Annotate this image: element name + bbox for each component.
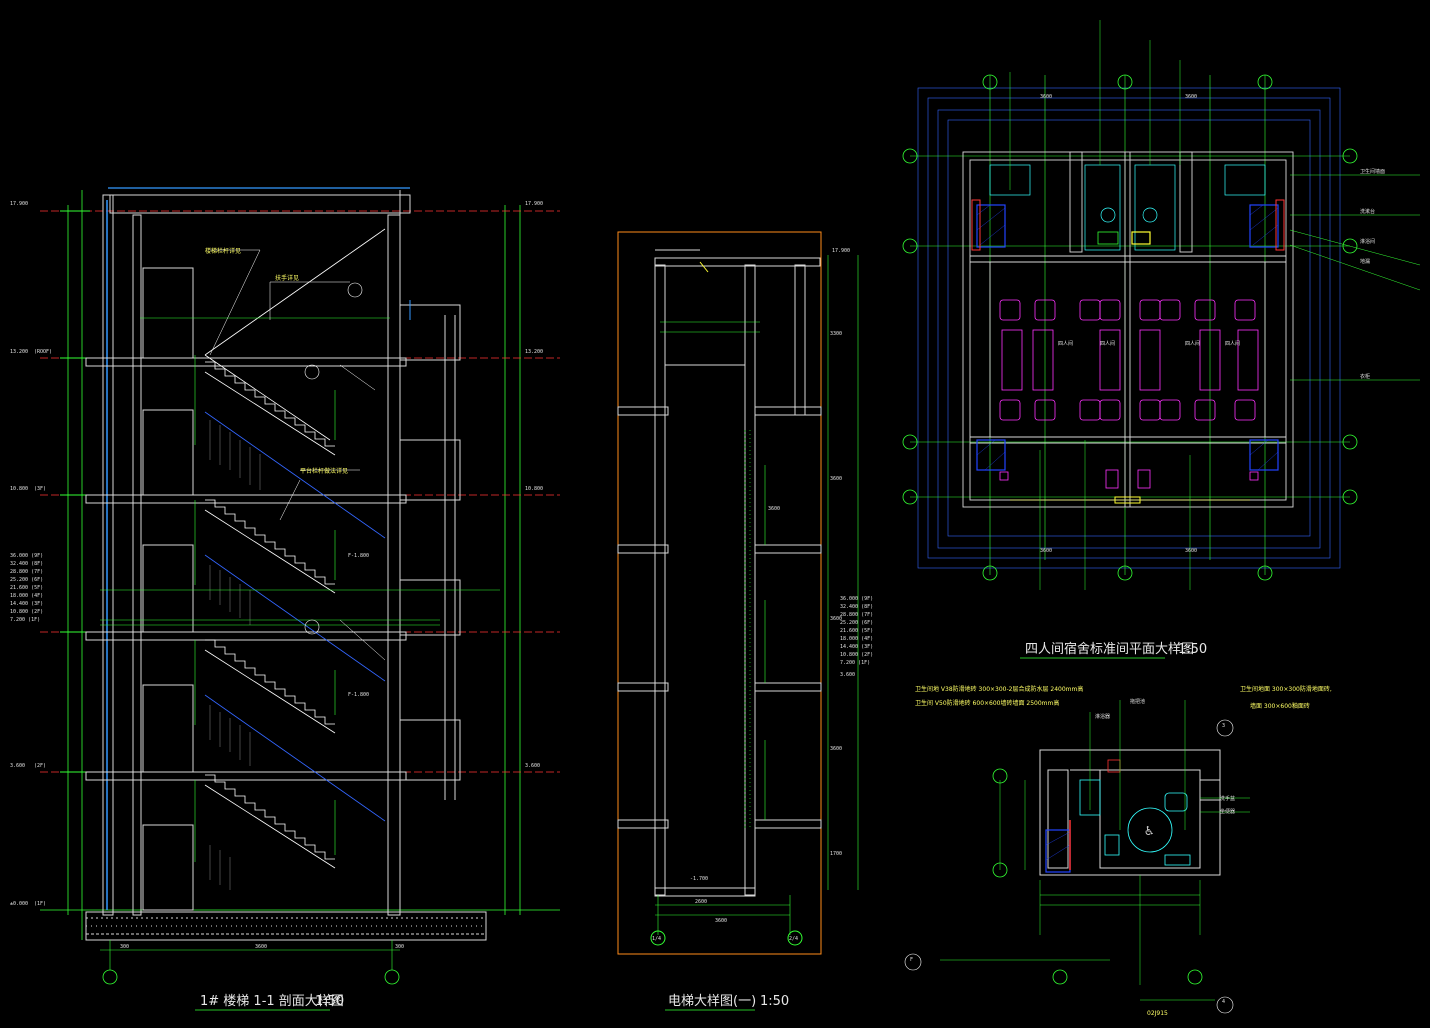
elevator-floor-label: 28.800 (7F) bbox=[840, 612, 873, 618]
plan-room-1: 四人间 bbox=[1058, 340, 1073, 347]
section-dim-1: 300 bbox=[120, 944, 129, 950]
elevator-side-dim: 3600 bbox=[830, 476, 842, 482]
elevator-side-dim: 3300 bbox=[830, 331, 842, 337]
axis-tag-4: 4 bbox=[1222, 999, 1225, 1005]
section-dim-2: 3600 bbox=[255, 944, 267, 950]
section-elev-4-note: (2F) bbox=[34, 763, 46, 769]
plan-note: 衣柜 bbox=[1360, 373, 1370, 380]
plan-dim-bottom-2: 3600 bbox=[1185, 548, 1197, 554]
level-right: 10.800 bbox=[525, 486, 543, 492]
level-row: 18.000 (4F) bbox=[10, 593, 43, 599]
level-right: 3.600 bbox=[525, 763, 540, 769]
elevator-section-drawing: 17.900 -1.700 2600 3600 1/4 2/4 36.000 (… bbox=[617, 231, 873, 1011]
axis-tag-f: F bbox=[910, 957, 913, 963]
elevator-floor-label: 32.400 (8F) bbox=[840, 604, 873, 610]
section-title: 1# 楼梯 1-1 剖面大样图 bbox=[200, 994, 344, 1009]
elevator-side-dims: 3300 3600 3600 3600 3600 1700 bbox=[768, 331, 842, 857]
section-elev-5: ±0.000 bbox=[10, 901, 28, 907]
elevator-dim-b: 3600 bbox=[715, 918, 727, 924]
level-row: 25.200 (6F) bbox=[10, 577, 43, 583]
level-row: 21.600 (5F) bbox=[10, 585, 43, 591]
dormitory-plan-drawing: 四人间 四人间 四人间 四人间 3600 3600 3600 3600 卫生间墙… bbox=[902, 20, 1421, 659]
elevator-pit-elev: -1.700 bbox=[690, 876, 708, 882]
stair-section-drawing: 17.900 13.200 (ROOF) 10.800 (3F) 3.600 (… bbox=[10, 187, 560, 1011]
level-right: 17.900 bbox=[525, 201, 543, 207]
elevator-floor-table: 36.000 (9F) 32.400 (8F) 28.800 (7F) 25.2… bbox=[840, 596, 873, 678]
level-row: 10.800 (2F) bbox=[10, 609, 43, 615]
section-dim-3: 300 bbox=[395, 944, 404, 950]
elevator-title: 电梯大样图(一) bbox=[668, 994, 756, 1009]
elevator-axis-b: 2/4 bbox=[789, 936, 798, 942]
plan-note: 洗漱台 bbox=[1360, 208, 1375, 215]
elevator-scale: 1:50 bbox=[760, 994, 789, 1009]
bathroom-detail-drawing: 卫生间地 V38防滑地砖 300×300-2层合成防水层 2400mm高 卫生间… bbox=[904, 685, 1332, 1017]
elevator-floor-label: 25.200 (6F) bbox=[840, 620, 873, 626]
plan-note: 地漏 bbox=[1360, 258, 1370, 265]
elevator-floor-label: 10.800 (2F) bbox=[840, 652, 873, 658]
plan-title: 四人间宿舍标准间平面大样图 bbox=[1025, 641, 1194, 657]
section-note-1: 扶手详见 bbox=[275, 274, 299, 282]
level-row: 36.000 (9F) bbox=[10, 553, 43, 559]
detail-note-3: 卫生间地面 300×300防滑地面砖, bbox=[1240, 685, 1332, 693]
section-level-table: 36.000 (9F) 32.400 (8F) 28.800 (7F) 25.2… bbox=[10, 553, 43, 623]
section-note-3: F-1.800 bbox=[348, 553, 369, 559]
section-elev-2: 10.800 bbox=[10, 486, 28, 492]
level-row: 32.400 (8F) bbox=[10, 561, 43, 567]
detail-note-2: 卫生间 V50防滑地砖 600×600墙砖墙面 2500mm高 bbox=[915, 699, 1059, 707]
section-scale: 1:50 bbox=[315, 994, 344, 1009]
section-elev-5-note: (1F) bbox=[34, 901, 46, 907]
axis-tag-3: 3 bbox=[1222, 723, 1225, 729]
stair-flights bbox=[204, 228, 386, 869]
plan-room-4: 四人间 bbox=[1225, 340, 1240, 347]
level-row: 7.200 (1F) bbox=[10, 617, 40, 623]
elevator-side-dim: 3600 bbox=[768, 506, 780, 512]
plan-room-2: 四人间 bbox=[1100, 340, 1115, 347]
section-note-4: F-1.800 bbox=[348, 692, 369, 698]
plan-dim-top-2: 3600 bbox=[1185, 94, 1197, 100]
elevator-floor-label: 3.600 bbox=[840, 672, 855, 678]
detail-note-4: 墙面 300×600釉面砖 bbox=[1250, 702, 1310, 710]
elevator-side-dim: 3600 bbox=[830, 746, 842, 752]
elevator-floor-label: 36.000 (9F) bbox=[840, 596, 873, 602]
elevator-floor-label: 18.000 (4F) bbox=[840, 636, 873, 642]
elevator-floor-label: 7.200 (1F) bbox=[840, 660, 870, 666]
detail-note-1: 卫生间地 V38防滑地砖 300×300-2层合成防水层 2400mm高 bbox=[915, 685, 1083, 693]
section-note-0: 楼梯栏杆详见 bbox=[205, 247, 241, 255]
plan-room-3: 四人间 bbox=[1185, 340, 1200, 347]
level-row: 28.800 (7F) bbox=[10, 569, 43, 575]
level-row: 14.400 (3F) bbox=[10, 601, 43, 607]
section-elev-1: 13.200 bbox=[10, 349, 28, 355]
detail-label-1: 坐便器 bbox=[1220, 808, 1235, 815]
elevator-side-dim: 3600 bbox=[830, 616, 842, 622]
detail-label-2: 拖把池 bbox=[1130, 698, 1145, 705]
level-right: 13.200 bbox=[525, 349, 543, 355]
section-note-2: 平台栏杆做法详见 bbox=[300, 467, 348, 475]
section-level-table-right: 13.200 10.800 17.900 3.600 bbox=[525, 201, 543, 769]
section-elev-0: 17.900 bbox=[10, 201, 28, 207]
elevator-floor-label: 14.400 (3F) bbox=[840, 644, 873, 650]
plan-right-notes: 卫生间墙面 洗漱台 淋浴间 地漏 衣柜 bbox=[1360, 168, 1385, 380]
detail-label-3: 淋浴器 bbox=[1095, 713, 1110, 720]
plan-note: 卫生间墙面 bbox=[1360, 168, 1385, 175]
detail-label-0: 洗手盆 bbox=[1220, 795, 1235, 802]
elevator-dim-a: 2600 bbox=[695, 899, 707, 905]
plan-note: 淋浴间 bbox=[1360, 238, 1375, 245]
elevator-floor-label: 21.600 (5F) bbox=[840, 628, 873, 634]
elevator-axis-a: 1/4 bbox=[652, 936, 661, 942]
section-elev-1-note: (ROOF) bbox=[34, 349, 52, 355]
plan-scale: 1:50 bbox=[1178, 642, 1207, 657]
section-elev-2-note: (3F) bbox=[34, 486, 46, 492]
section-elev-4: 3.600 bbox=[10, 763, 25, 769]
detail-ref: 02J915 bbox=[1147, 1010, 1168, 1017]
elevator-top-elev: 17.900 bbox=[832, 248, 850, 254]
wheelchair-icon: ♿ bbox=[1145, 823, 1154, 839]
plan-dim-bottom-1: 3600 bbox=[1040, 548, 1052, 554]
elevator-side-dim: 1700 bbox=[830, 851, 842, 857]
plan-dim-top-1: 3600 bbox=[1040, 94, 1052, 100]
